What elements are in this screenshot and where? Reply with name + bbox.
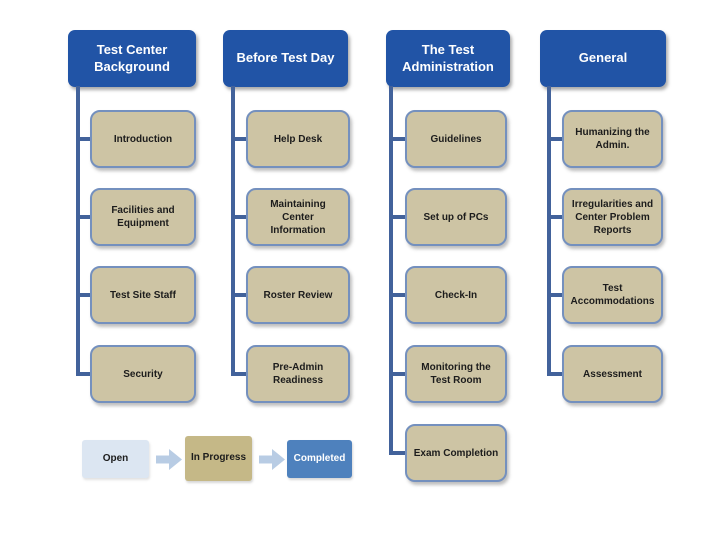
item-check-in: Check-In (405, 266, 507, 324)
legend-open: Open (82, 440, 149, 478)
item-test-site-staff: Test Site Staff (90, 266, 196, 324)
right-arrow-icon (259, 449, 285, 470)
connector-line (389, 215, 407, 219)
connector-line (76, 372, 92, 376)
connector-line (547, 86, 551, 376)
item-assessment: Assessment (562, 345, 663, 403)
item-maintaining-center-information: Maintaining Center Information (246, 188, 350, 246)
connector-line (231, 215, 248, 219)
item-facilities-and-equipment: Facilities and Equipment (90, 188, 196, 246)
connector-line (547, 137, 564, 141)
item-test-accommodations: Test Accommodations (562, 266, 663, 324)
item-set-up-of-pcs: Set up of PCs (405, 188, 507, 246)
item-roster-review: Roster Review (246, 266, 350, 324)
connector-line (389, 451, 407, 455)
connector-line (389, 372, 407, 376)
right-arrow-icon (156, 449, 182, 470)
item-irregularities-and-center-problem-reports: Irregularities and Center Problem Report… (562, 188, 663, 246)
column-header-the-test-administration: The Test Administration (386, 30, 510, 87)
item-monitoring-the-test-room: Monitoring the Test Room (405, 345, 507, 403)
connector-line (231, 137, 248, 141)
item-pre-admin-readiness: Pre-Admin Readiness (246, 345, 350, 403)
legend-in-progress: In Progress (185, 436, 252, 481)
connector-line (389, 137, 407, 141)
column-header-general: General (540, 30, 666, 87)
connector-line (231, 293, 248, 297)
item-help-desk: Help Desk (246, 110, 350, 168)
legend-completed: Completed (287, 440, 352, 478)
item-exam-completion: Exam Completion (405, 424, 507, 482)
item-introduction: Introduction (90, 110, 196, 168)
connector-line (389, 86, 393, 455)
connector-line (547, 215, 564, 219)
column-header-test-center-background: Test Center Background (68, 30, 196, 87)
column-header-before-test-day: Before Test Day (223, 30, 348, 87)
connector-line (76, 293, 92, 297)
connector-line (231, 86, 235, 376)
connector-line (231, 372, 248, 376)
connector-line (76, 137, 92, 141)
connector-line (547, 372, 564, 376)
connector-line (76, 215, 92, 219)
connector-line (76, 86, 80, 376)
item-security: Security (90, 345, 196, 403)
item-humanizing-the-admin: Humanizing the Admin. (562, 110, 663, 168)
connector-line (547, 293, 564, 297)
item-guidelines: Guidelines (405, 110, 507, 168)
connector-line (389, 293, 407, 297)
